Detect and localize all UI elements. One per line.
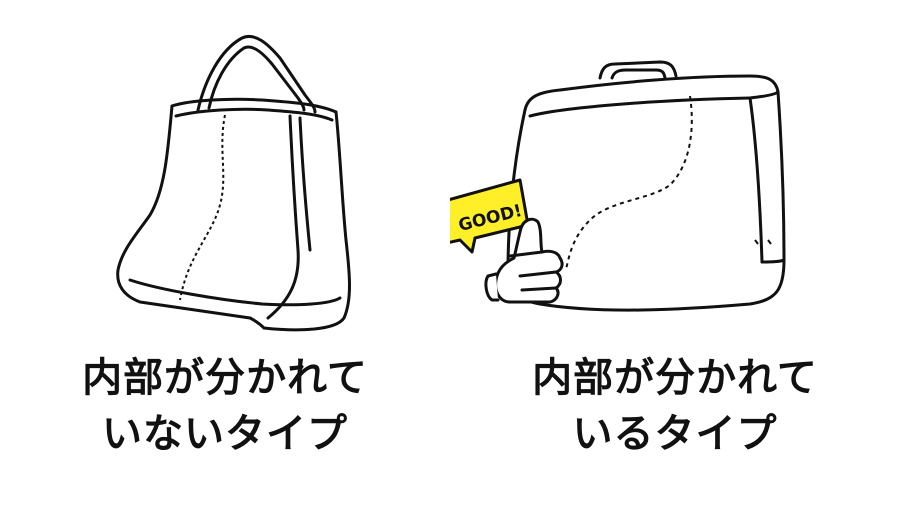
panel-no-divider: 内部が分かれて いないタイプ [82,35,368,457]
thumbs-up-icon [484,217,564,304]
caption-line-1: 内部が分かれて [82,355,368,401]
caption-line-2: いないタイプ [102,411,348,457]
caption-line-1: 内部が分かれて [532,355,818,401]
tote-bag-icon [116,35,351,332]
suitcase-bag-icon: GOOD! [450,60,786,312]
caption-line-2: いるタイプ [572,411,778,457]
panel-with-divider: GOOD! 内部が分かれて いるタイプ [450,0,900,506]
good-badge: GOOD! [450,178,530,254]
